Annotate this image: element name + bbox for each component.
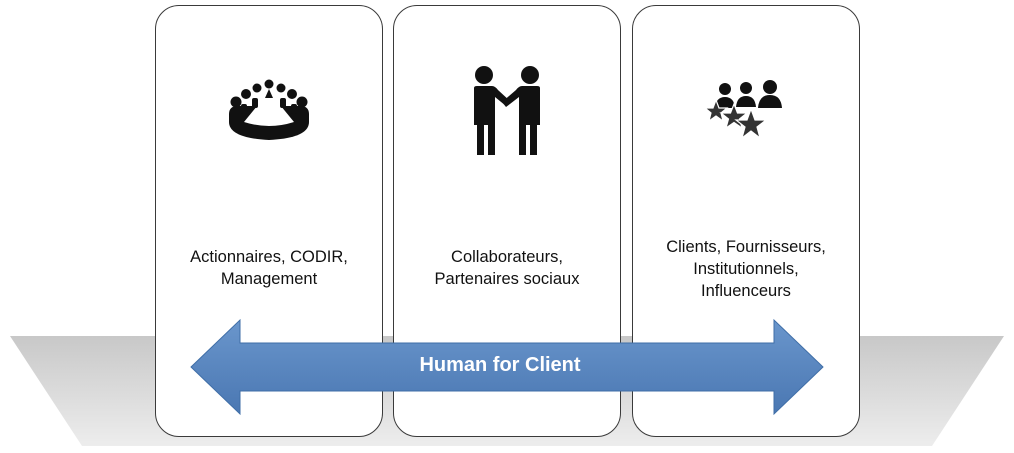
card-label-line: Partenaires sociaux	[434, 270, 580, 288]
card-label: Actionnaires, CODIR, Management	[162, 246, 376, 290]
card-label-line: Clients, Fournisseurs,	[666, 238, 826, 256]
handshake-icon	[394, 61, 620, 161]
meeting-table-icon	[156, 61, 382, 161]
card-label: Collaborateurs, Partenaires sociaux	[400, 246, 614, 290]
star-people-icon	[633, 61, 859, 161]
card-label-line: Collaborateurs,	[451, 248, 563, 266]
card-label-line: Influenceurs	[701, 282, 791, 300]
card-label: Clients, Fournisseurs, Institutionnels, …	[639, 236, 853, 302]
card-label-line: Institutionnels,	[693, 260, 799, 278]
card-label-line: Actionnaires, CODIR,	[190, 248, 348, 266]
card-label-line: Management	[220, 270, 318, 288]
